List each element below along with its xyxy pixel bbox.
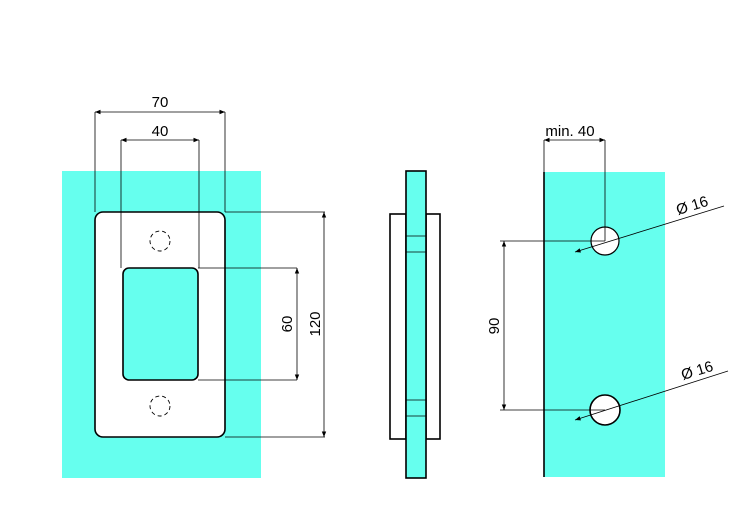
front-view: 70 40 60 120 <box>62 94 327 478</box>
dim-plate-width: 70 <box>152 94 169 111</box>
dim-hole-spacing: 90 <box>486 318 503 335</box>
dim-hole-diameter-top: Ø 16 <box>674 193 710 219</box>
screw-hole-top <box>149 230 171 252</box>
dim-plate-height: 120 <box>307 311 324 336</box>
side-plate-left <box>389 213 407 440</box>
leader-hole-bottom <box>574 370 729 421</box>
leader-hole-top <box>574 205 725 253</box>
side-view <box>389 170 441 479</box>
dim-cutout-width: 40 <box>152 123 169 140</box>
screw-hole-bottom <box>149 395 171 417</box>
side-plate-right <box>425 213 441 440</box>
dim-hole-diameter-bottom: Ø 16 <box>679 358 715 384</box>
strike-cutout <box>122 267 199 381</box>
dim-cutout-height: 60 <box>279 316 296 333</box>
glass-panel-holes <box>544 172 665 477</box>
glass-panel-side <box>405 170 427 479</box>
dim-edge-distance: min. 40 <box>545 123 594 140</box>
glass-view: min. 40 90 Ø 16 Ø 16 <box>486 123 729 477</box>
